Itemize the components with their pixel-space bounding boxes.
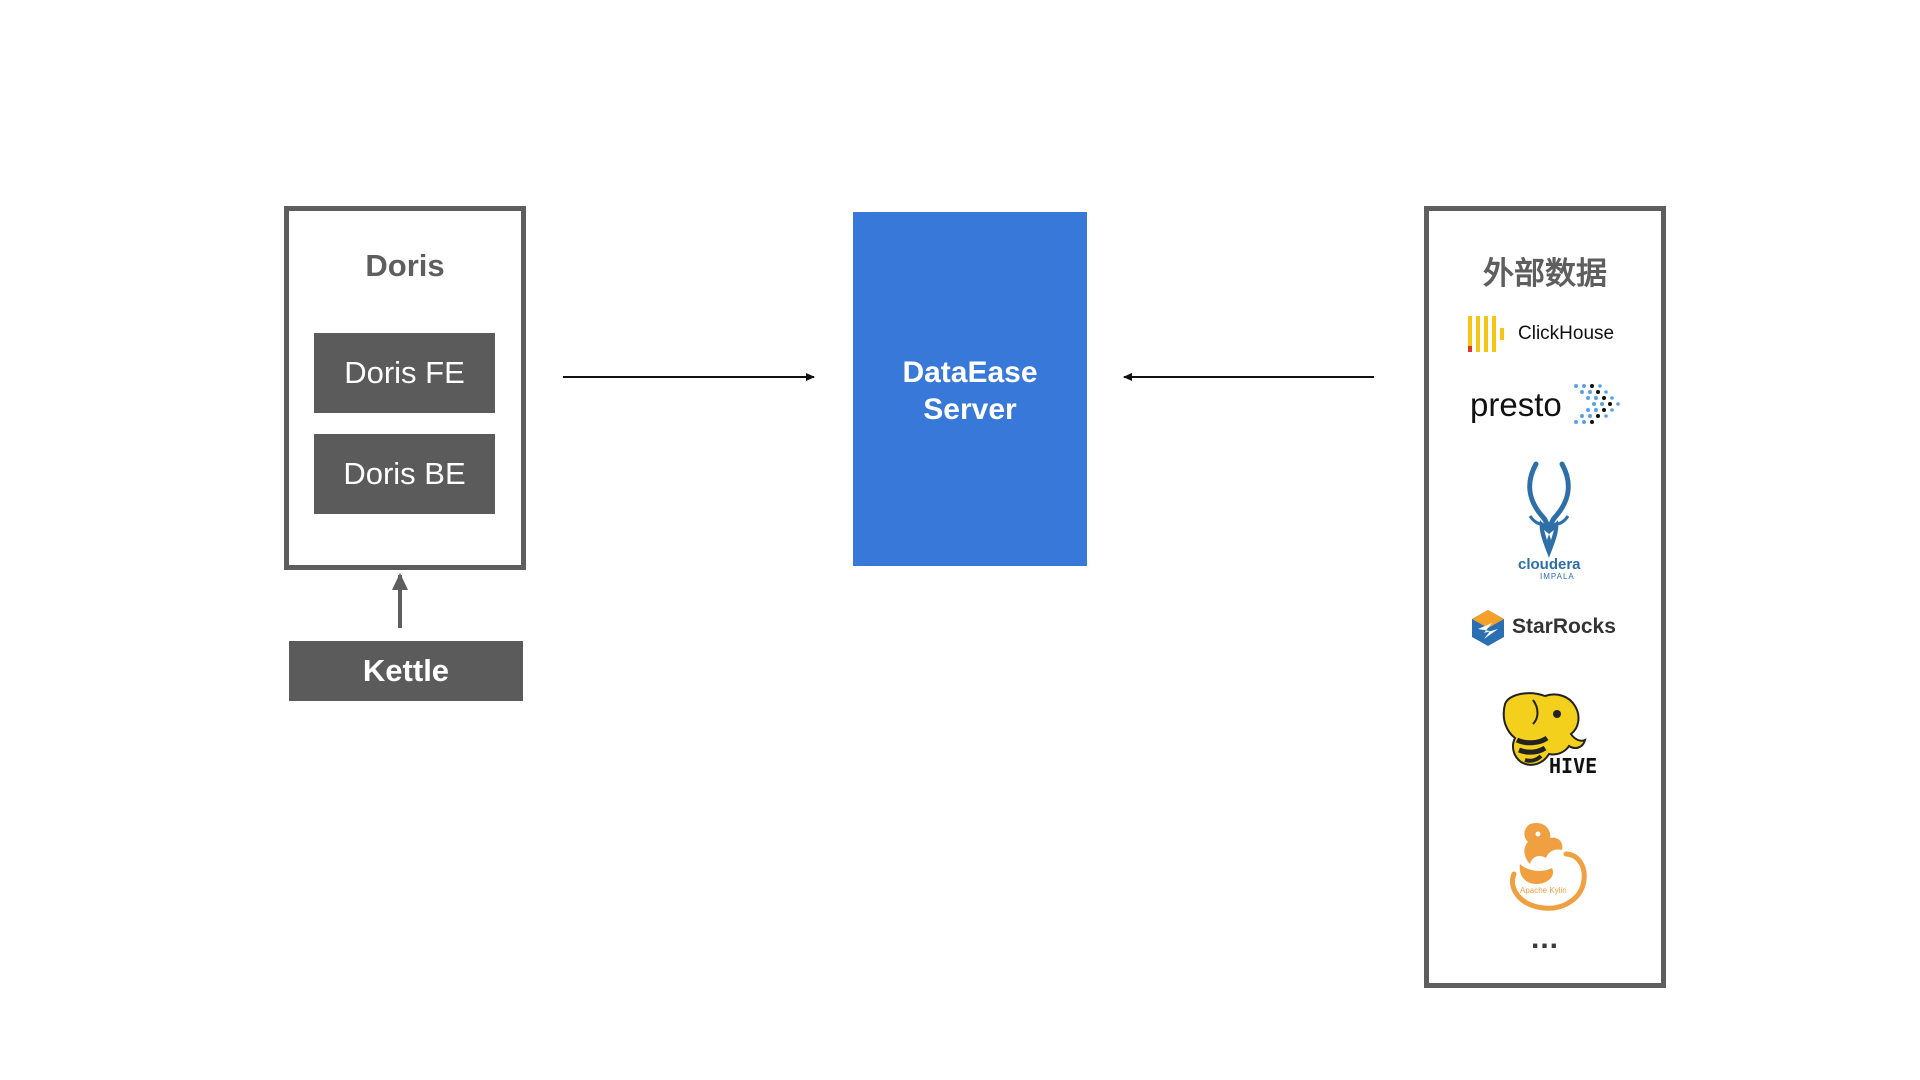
starrocks-icon bbox=[1472, 610, 1504, 646]
hive-logo: HIVE bbox=[1495, 690, 1605, 780]
clickhouse-label: ClickHouse bbox=[1518, 323, 1615, 344]
server-label-line2: Server bbox=[923, 393, 1017, 426]
presto-logo: presto bbox=[1470, 380, 1630, 432]
presto-label: presto bbox=[1470, 386, 1562, 423]
cloudera-label: cloudera bbox=[1518, 556, 1581, 573]
clickhouse-icon bbox=[1468, 316, 1504, 352]
hive-elephant-bee-icon bbox=[1502, 692, 1587, 766]
hive-label: HIVE bbox=[1549, 754, 1598, 778]
doris-be-block: Doris BE bbox=[314, 434, 495, 514]
impala-label: IMPALA bbox=[1540, 572, 1575, 581]
kylin-logo: Apache Kylin bbox=[1500, 818, 1592, 914]
kettle-block: Kettle bbox=[289, 641, 523, 701]
external-data-title: 外部数据 bbox=[1483, 256, 1607, 292]
kylin-icon bbox=[1510, 822, 1587, 911]
doris-title: Doris bbox=[365, 248, 445, 283]
dataease-server-block: DataEase Server bbox=[853, 212, 1087, 566]
external-data-container bbox=[1424, 206, 1666, 988]
kylin-label: Apache Kylin bbox=[1520, 886, 1567, 895]
presto-dots-icon bbox=[1574, 384, 1620, 424]
antelope-icon bbox=[1527, 461, 1571, 558]
impala-logo: cloudera IMPALA bbox=[1500, 460, 1600, 586]
server-label-line1: DataEase bbox=[902, 356, 1038, 389]
starrocks-label: StarRocks bbox=[1512, 615, 1616, 638]
clickhouse-logo: ClickHouse bbox=[1466, 314, 1626, 354]
more-sources-ellipsis: ... bbox=[1530, 922, 1559, 955]
starrocks-logo: StarRocks bbox=[1470, 607, 1630, 649]
arrow-kettle-to-doris-head bbox=[392, 573, 408, 590]
doris-fe-block: Doris FE bbox=[314, 333, 495, 413]
